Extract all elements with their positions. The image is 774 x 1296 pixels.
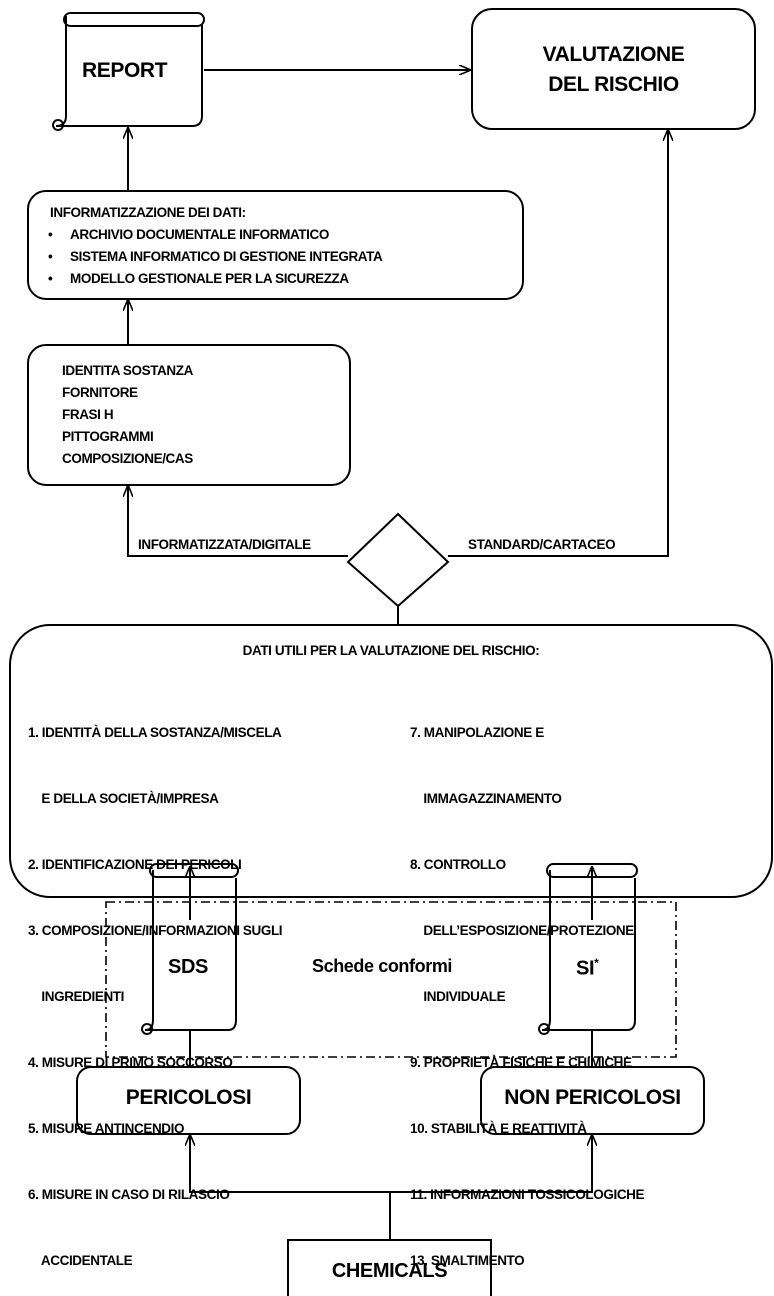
branch-label-right: STANDARD/CARTACEO xyxy=(468,537,616,552)
dati-digitali-item: IDENTITA SOSTANZA xyxy=(62,363,193,378)
dati-utili-item: 13. SMALTIMENTO xyxy=(410,1253,525,1268)
informatizzazione-list: ARCHIVIO DOCUMENTALE INFORMATICO SISTEMA… xyxy=(48,224,383,290)
dati-utili-item: 6. MISURE IN CASO DI RILASCIO xyxy=(28,1187,230,1202)
dati-utili-item: INGREDIENTI xyxy=(28,989,125,1004)
si-asterisk: * xyxy=(594,956,599,970)
informatizzazione-box xyxy=(27,190,524,300)
dati-digitali-item: FRASI H xyxy=(62,407,114,422)
non-pericolosi-label: NON PERICOLOSI xyxy=(504,1086,681,1109)
dati-utili-item: ACCIDENTALE xyxy=(28,1253,133,1268)
dati-utili-right-column: 7. MANIPOLAZIONE E IMMAGAZZINAMENTO 8. C… xyxy=(410,678,645,1294)
informatizzazione-item: SISTEMA INFORMATICO DI GESTIONE INTEGRAT… xyxy=(48,246,383,268)
report-scroll-shape xyxy=(52,12,205,131)
dati-utili-item: 11. INFORMAZIONI TOSSICOLOGICHE xyxy=(410,1187,645,1202)
dati-digitali-list: IDENTITA SOSTANZA FORNITORE FRASI H PITT… xyxy=(62,360,193,470)
dati-utili-item: IMMAGAZZINAMENTO xyxy=(410,791,562,806)
report-label: REPORT xyxy=(82,59,168,82)
si-label: SI* xyxy=(576,956,599,981)
decision-diamond xyxy=(346,512,450,608)
dati-utili-item: 2. IDENTIFICAZIONE DEI PERICOLI xyxy=(28,857,242,872)
si-text: SI xyxy=(576,957,595,980)
dati-utili-item: 9. PROPRIETÀ FISICHE E CHIMICHE xyxy=(410,1055,632,1070)
schede-conformi-frame xyxy=(105,901,677,1058)
branch-label-left: INFORMATIZZATA/DIGITALE xyxy=(138,537,311,552)
dati-utili-item: E DELLA SOCIETÀ/IMPRESA xyxy=(28,791,219,806)
informatizzazione-item: MODELLO GESTIONALE PER LA SICUREZZA xyxy=(48,268,382,290)
dati-utili-item: 8. CONTROLLO xyxy=(410,857,506,872)
valutazione-line-1: VALUTAZIONE xyxy=(542,43,685,66)
informatizzazione-item: ARCHIVIO DOCUMENTALE INFORMATICO xyxy=(48,224,382,246)
chemicals-label: CHEMICALS xyxy=(331,1260,448,1282)
pericolosi-label: PERICOLOSI xyxy=(125,1086,252,1109)
dati-utili-title: DATI UTILI PER LA VALUTAZIONE DEL RISCHI… xyxy=(242,643,540,658)
valutazione-label: VALUTAZIONE DEL RISCHIO xyxy=(472,40,755,100)
dati-utili-item: 10. STABILITÀ E REATTIVITÀ xyxy=(410,1121,587,1136)
chemicals-box xyxy=(287,1239,492,1296)
dati-utili-item: 1. IDENTITÀ DELLA SOSTANZA/MISCELA xyxy=(28,725,282,740)
dati-utili-item: 3. COMPOSIZIONE/INFORMAZIONI SUGLI xyxy=(28,923,283,938)
schede-conformi-label: Schede conformi xyxy=(312,956,453,976)
dati-digitali-item: PITTOGRAMMI xyxy=(62,429,154,444)
dati-utili-item: DELL’ESPOSIZIONE/PROTEZIONE xyxy=(410,923,634,938)
informatizzazione-title: INFORMATIZZAZIONE DEI DATI: xyxy=(50,205,246,220)
valutazione-box xyxy=(471,8,756,130)
dati-utili-item: INDIVIDUALE xyxy=(410,989,506,1004)
dati-utili-item: 5. MISURE ANTINCENDIO xyxy=(28,1121,185,1136)
dati-utili-box xyxy=(9,624,773,898)
valutazione-line-2: DEL RISCHIO xyxy=(548,73,679,96)
dati-digitali-item: FORNITORE xyxy=(62,385,138,400)
connectors xyxy=(128,70,668,1239)
sds-label: SDS xyxy=(168,956,208,978)
dati-utili-left-column: 1. IDENTITÀ DELLA SOSTANZA/MISCELA E DEL… xyxy=(28,678,283,1294)
dati-digitali-box xyxy=(27,344,351,486)
dati-utili-item: 4. MISURE DI PRIMO SOCCORSO xyxy=(28,1055,233,1070)
dati-utili-item: 7. MANIPOLAZIONE E xyxy=(410,725,544,740)
dati-digitali-item: COMPOSIZIONE/CAS xyxy=(62,451,193,466)
